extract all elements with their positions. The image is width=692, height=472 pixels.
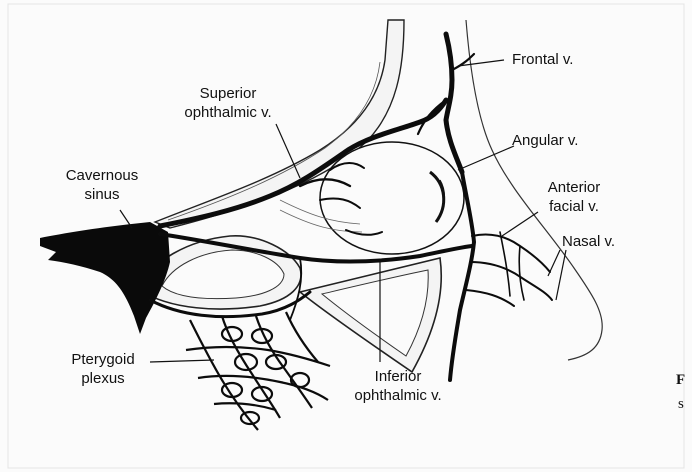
label-cavernous-line2: sinus <box>84 186 119 203</box>
edge-fragment-1: F <box>676 372 685 388</box>
nasal-vein-cross-2 <box>519 246 524 300</box>
nasal-leader-1 <box>548 250 560 276</box>
cavernous-sinus-shape <box>40 222 170 334</box>
edge-fragment-2: s <box>678 396 684 412</box>
label-pterygoid-line1: Pterygoid <box>71 351 134 368</box>
pterygoid-plexus-network <box>186 312 330 430</box>
nasal-vein-cross <box>500 232 510 296</box>
label-superior-ophthalmic-line1: Superior <box>200 85 257 102</box>
anterior-leader <box>502 212 538 236</box>
nasal-vein-1 <box>472 234 550 272</box>
nasal-leader-2 <box>556 250 566 300</box>
label-anterior-facial-line2: facial v. <box>549 198 599 215</box>
label-superior-ophthalmic-line2: ophthalmic v. <box>184 104 271 121</box>
frontal-vein <box>446 34 462 172</box>
label-inferior-ophthalmic-line1: Inferior <box>375 368 422 385</box>
nasal-vein-3 <box>466 290 514 306</box>
angular-leader <box>458 146 514 170</box>
label-frontal-vein: Frontal v. <box>512 51 573 68</box>
label-anterior-facial-line1: Anterior <box>548 179 601 196</box>
label-cavernous-line1: Cavernous <box>66 167 139 184</box>
label-inferior-ophthalmic-line2: ophthalmic v. <box>354 387 441 404</box>
nasal-vein-2 <box>470 262 552 300</box>
label-nasal-vein: Nasal v. <box>562 233 615 250</box>
pterygoid-leader <box>150 360 214 362</box>
label-angular-vein: Angular v. <box>512 132 578 149</box>
label-pterygoid-line2: plexus <box>81 370 124 387</box>
